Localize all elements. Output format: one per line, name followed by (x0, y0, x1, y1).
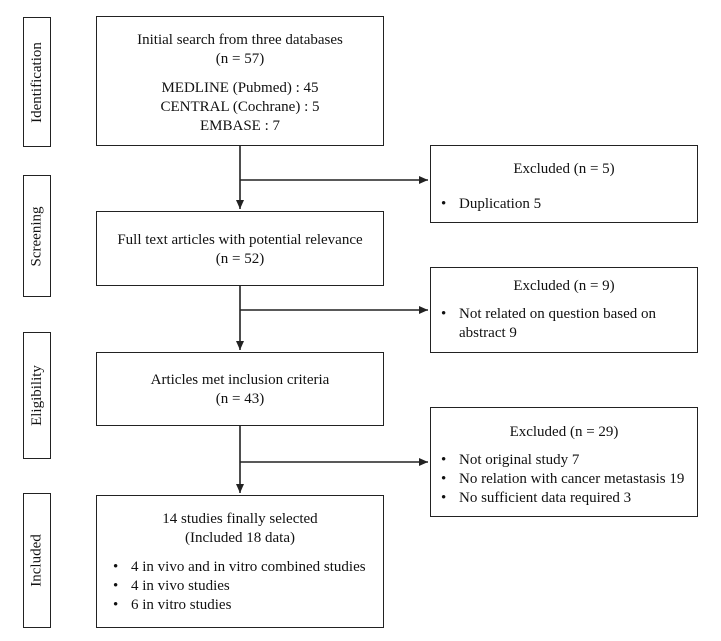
final-selection-list: 4 in vivo and in vitro combined studies … (109, 558, 383, 615)
excluded-title: Excluded (n = 9) (513, 278, 615, 294)
list-item: Not original study 7 (437, 451, 697, 470)
database-embase: EMBASE : 7 (199, 118, 280, 134)
list-item: 4 in vivo and in vitro combined studies (109, 558, 383, 577)
full-text-title: Full text articles with potential releva… (117, 232, 363, 248)
excluded-box-1: Excluded (n = 5) Duplication 5 (430, 145, 698, 223)
inclusion-criteria-box: Articles met inclusion criteria (n = 43) (96, 352, 384, 426)
list-item: No relation with cancer metastasis 19 (437, 470, 697, 489)
stage-screening-label: Screening (28, 206, 45, 266)
list-item: 6 in vitro studies (109, 596, 383, 615)
stage-included: Included (23, 493, 51, 628)
stage-identification: Identification (23, 17, 51, 147)
excluded-box-2: Excluded (n = 9) Not related on question… (430, 267, 698, 353)
inclusion-criteria-count: (n = 43) (215, 391, 265, 407)
list-item: Not related on question based on abstrac… (437, 305, 689, 343)
excluded-list: Not related on question based on abstrac… (437, 305, 689, 343)
final-selection-count: (Included 18 data) (185, 530, 295, 546)
list-item: Duplication 5 (437, 195, 697, 214)
list-item: 4 in vivo studies (109, 577, 383, 596)
stage-eligibility-label: Eligibility (28, 365, 45, 426)
excluded-title: Excluded (n = 29) (509, 424, 619, 440)
database-central: CENTRAL (Cochrane) : 5 (160, 99, 320, 115)
initial-search-count: (n = 57) (215, 51, 265, 67)
excluded-list: Duplication 5 (437, 195, 697, 214)
full-text-box: Full text articles with potential releva… (96, 211, 384, 286)
list-item: No sufficient data required 3 (437, 489, 697, 508)
full-text-count: (n = 52) (215, 251, 265, 267)
initial-search-title: Initial search from three databases (137, 32, 343, 48)
final-selection-title: 14 studies finally selected (162, 511, 318, 527)
database-medline: MEDLINE (Pubmed) : 45 (161, 80, 319, 96)
stage-eligibility: Eligibility (23, 332, 51, 459)
final-selection-box: 14 studies finally selected (Included 18… (96, 495, 384, 628)
excluded-box-3: Excluded (n = 29) Not original study 7 N… (430, 407, 698, 517)
inclusion-criteria-title: Articles met inclusion criteria (150, 372, 330, 388)
stage-identification-label: Identification (28, 41, 45, 123)
initial-search-box: Initial search from three databases (n =… (96, 16, 384, 146)
stage-included-label: Included (28, 534, 45, 587)
stage-screening: Screening (23, 175, 51, 297)
excluded-list: Not original study 7 No relation with ca… (437, 451, 697, 508)
excluded-title: Excluded (n = 5) (513, 161, 615, 177)
